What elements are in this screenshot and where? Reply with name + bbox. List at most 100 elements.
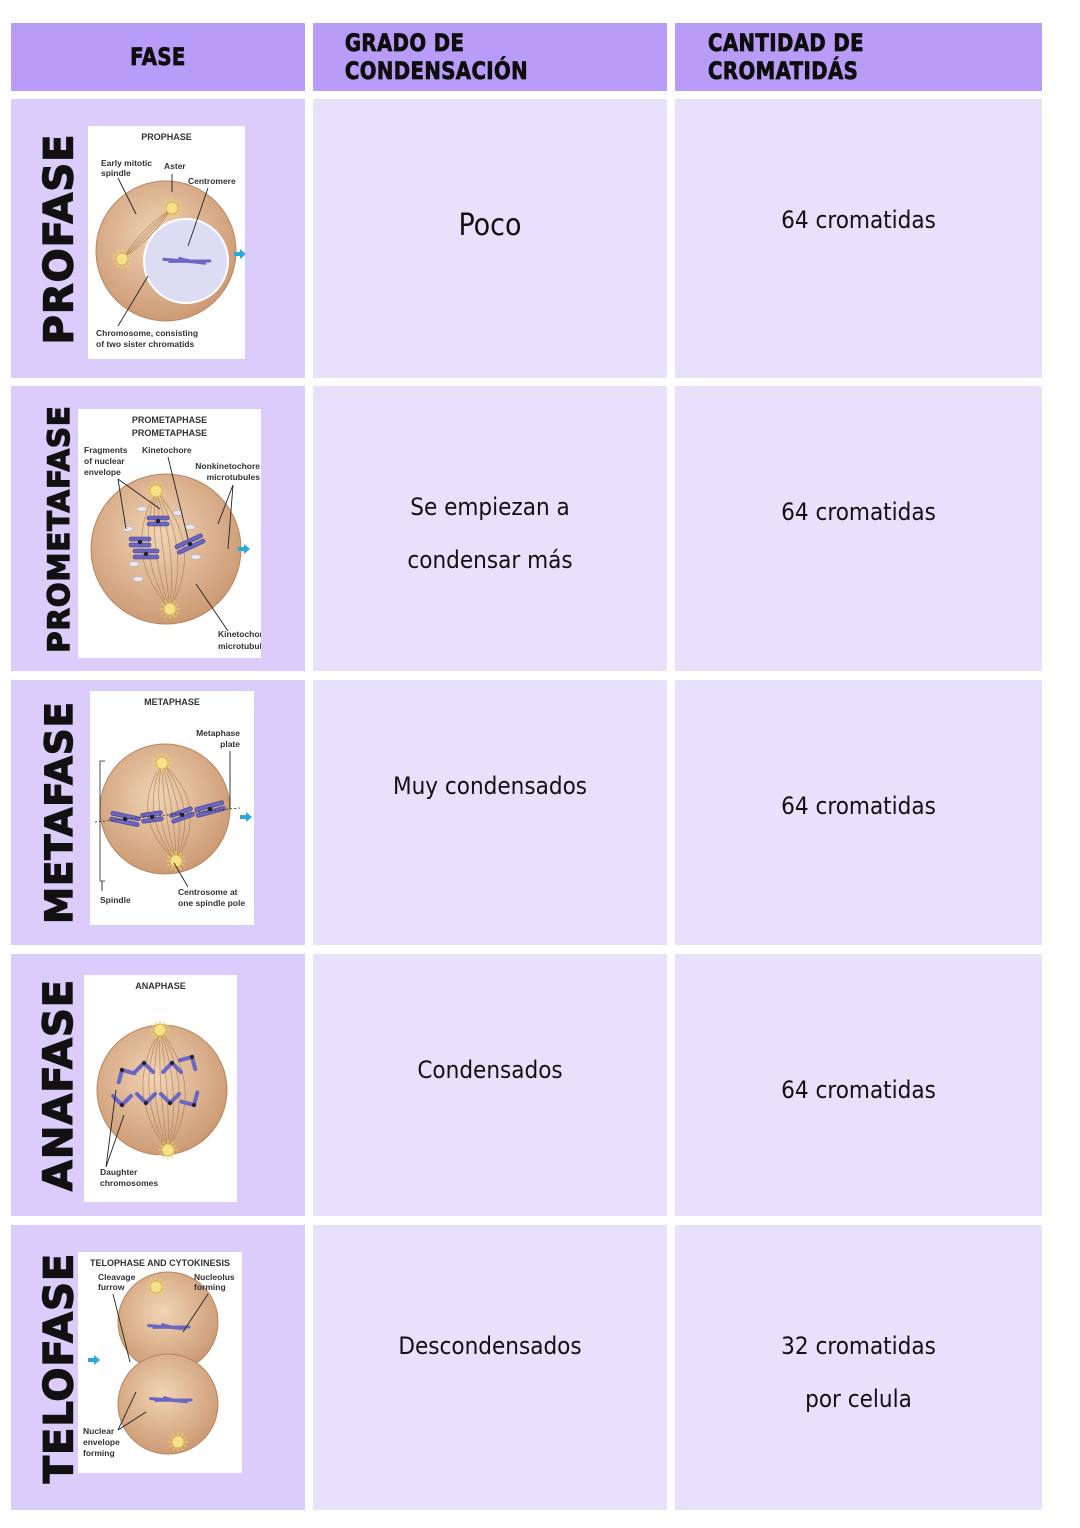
diagram-label: microtubules: [207, 472, 261, 482]
chromosome-icon: [174, 533, 206, 555]
diagram-label: Spindle: [100, 895, 131, 905]
chromosome-icon: [109, 811, 141, 827]
header-cell-condensation: GRADO DE CONDENSACIÓN: [313, 23, 667, 91]
phase-name: PROMETAFASE: [41, 404, 77, 653]
header-chromatids-label: CANTIDAD DE CROMATIDÁS: [708, 23, 1009, 91]
leader-line: [117, 478, 161, 510]
centrosome-icon: [146, 1277, 166, 1297]
phase-cell-telofase: TELOFASE TELOPHASE AND CYTOKINESIS Cleavag…: [11, 1225, 305, 1510]
daughter-chromosome-icon: [159, 1092, 181, 1106]
condensation-cell: Descondensados: [313, 1225, 667, 1510]
header-condensation-label: GRADO DE CONDENSACIÓN: [345, 23, 636, 91]
next-phase-arrow-icon: [234, 249, 245, 259]
centrosome-icon: [162, 198, 182, 218]
diagram-title: ANAPHASE: [135, 981, 186, 991]
diagram-label: microtubule: [218, 641, 261, 651]
leader-line: [227, 484, 234, 550]
diagram-label: Centrosome at: [178, 887, 238, 897]
next-phase-arrow-icon: [238, 544, 250, 554]
leader-line: [182, 1293, 209, 1333]
leader-line: [167, 456, 189, 540]
diagram-label: Centromere: [188, 176, 236, 186]
diagram-label: Kinetochore: [218, 629, 261, 639]
diagram-label: of two sister chromatids: [96, 339, 195, 349]
centrosome-icon: [112, 249, 132, 269]
chromosome-icon: [128, 536, 152, 548]
condensation-cell: Condensados: [313, 954, 667, 1216]
diagram-title: TELOPHASE AND CYTOKINESIS: [90, 1258, 230, 1268]
diagram-label: forming: [83, 1448, 115, 1458]
condensation-text: Poco: [458, 208, 522, 243]
condensation-cell: Poco: [313, 99, 667, 378]
diagram-label: Fragments: [84, 445, 128, 455]
chromosome-icon: [140, 810, 164, 824]
phase-name: TELOFASE: [35, 1252, 82, 1484]
envelope-fragment-icon: [190, 554, 202, 560]
envelope-fragment-icon: [128, 561, 140, 567]
chromatids-text: 64 cromatidas: [781, 498, 936, 526]
chromatids-cell: 64 cromatidas: [675, 99, 1042, 378]
centrosome-icon: [160, 599, 180, 619]
diagram-label: plate: [220, 739, 240, 749]
daughter-chromosome-icon: [133, 1060, 155, 1074]
centrosome-icon: [166, 851, 186, 871]
chromatids-cell: 32 cromatidas por celula: [675, 1225, 1042, 1510]
diagram-label: Kinetochore: [142, 445, 192, 455]
diagram-label: furrow: [98, 1282, 125, 1292]
centrosome-icon: [150, 1020, 170, 1040]
chromatids-text: por celula: [805, 1385, 912, 1413]
condensation-cell: Muy condensados: [313, 680, 667, 945]
centrosome-icon: [168, 1432, 188, 1452]
diagram-label: one spindle pole: [178, 898, 245, 908]
phase-name-container: METAFASE: [31, 680, 87, 945]
leader-line: [117, 1391, 137, 1431]
spindle-fibers: [142, 1029, 186, 1151]
diagram-label: Metaphase: [196, 728, 240, 738]
leader-line: [117, 275, 149, 327]
diagram-title: METAPHASE: [144, 697, 200, 707]
next-phase-arrow-icon: [88, 1355, 100, 1365]
cell-body: [117, 1353, 219, 1455]
envelope-fragment-icon: [172, 510, 184, 516]
diagram-label: spindle: [101, 168, 131, 178]
spindle-bracket: [99, 760, 105, 882]
diagram-label: envelope: [84, 467, 121, 477]
condensation-text: Condensados: [417, 1056, 563, 1084]
leader-line: [105, 1089, 117, 1168]
phase-name: ANAFASE: [35, 978, 82, 1192]
centrosome-icon: [152, 753, 172, 773]
daughter-chromosome-icon: [116, 1067, 137, 1085]
centrosome-icon: [158, 1140, 178, 1160]
diagram-label: envelope: [83, 1437, 120, 1447]
leader-line: [117, 1411, 147, 1431]
diagram-label: Early mitotic: [101, 158, 152, 168]
metaphase-plate-line: [94, 807, 241, 823]
daughter-chromosome-icon: [161, 1060, 183, 1074]
chromatids-cell: 64 cromatidas: [675, 680, 1042, 945]
chromosome-icon: [132, 548, 160, 560]
leader-line: [187, 187, 209, 247]
header-phase-label: FASE: [130, 23, 186, 91]
diagram-label: Daughter: [100, 1167, 138, 1177]
leader-line: [117, 177, 137, 215]
chromatids-text: 64 cromatidas: [781, 1076, 936, 1104]
diagram-label: Cleavage: [98, 1272, 136, 1282]
envelope-fragment-icon: [136, 506, 148, 512]
phase-name: PROFASE: [35, 132, 83, 344]
diagram-label: chromosomes: [100, 1178, 158, 1188]
diagram-title-sub: PROMETAPHASE: [132, 428, 207, 438]
diagram-label: of nuclear: [84, 456, 125, 466]
diagram-label: Nonkinetochore: [195, 461, 260, 471]
chromatids-text: 32 cromatidas: [781, 1332, 936, 1360]
envelope-fragment-icon: [184, 524, 196, 530]
